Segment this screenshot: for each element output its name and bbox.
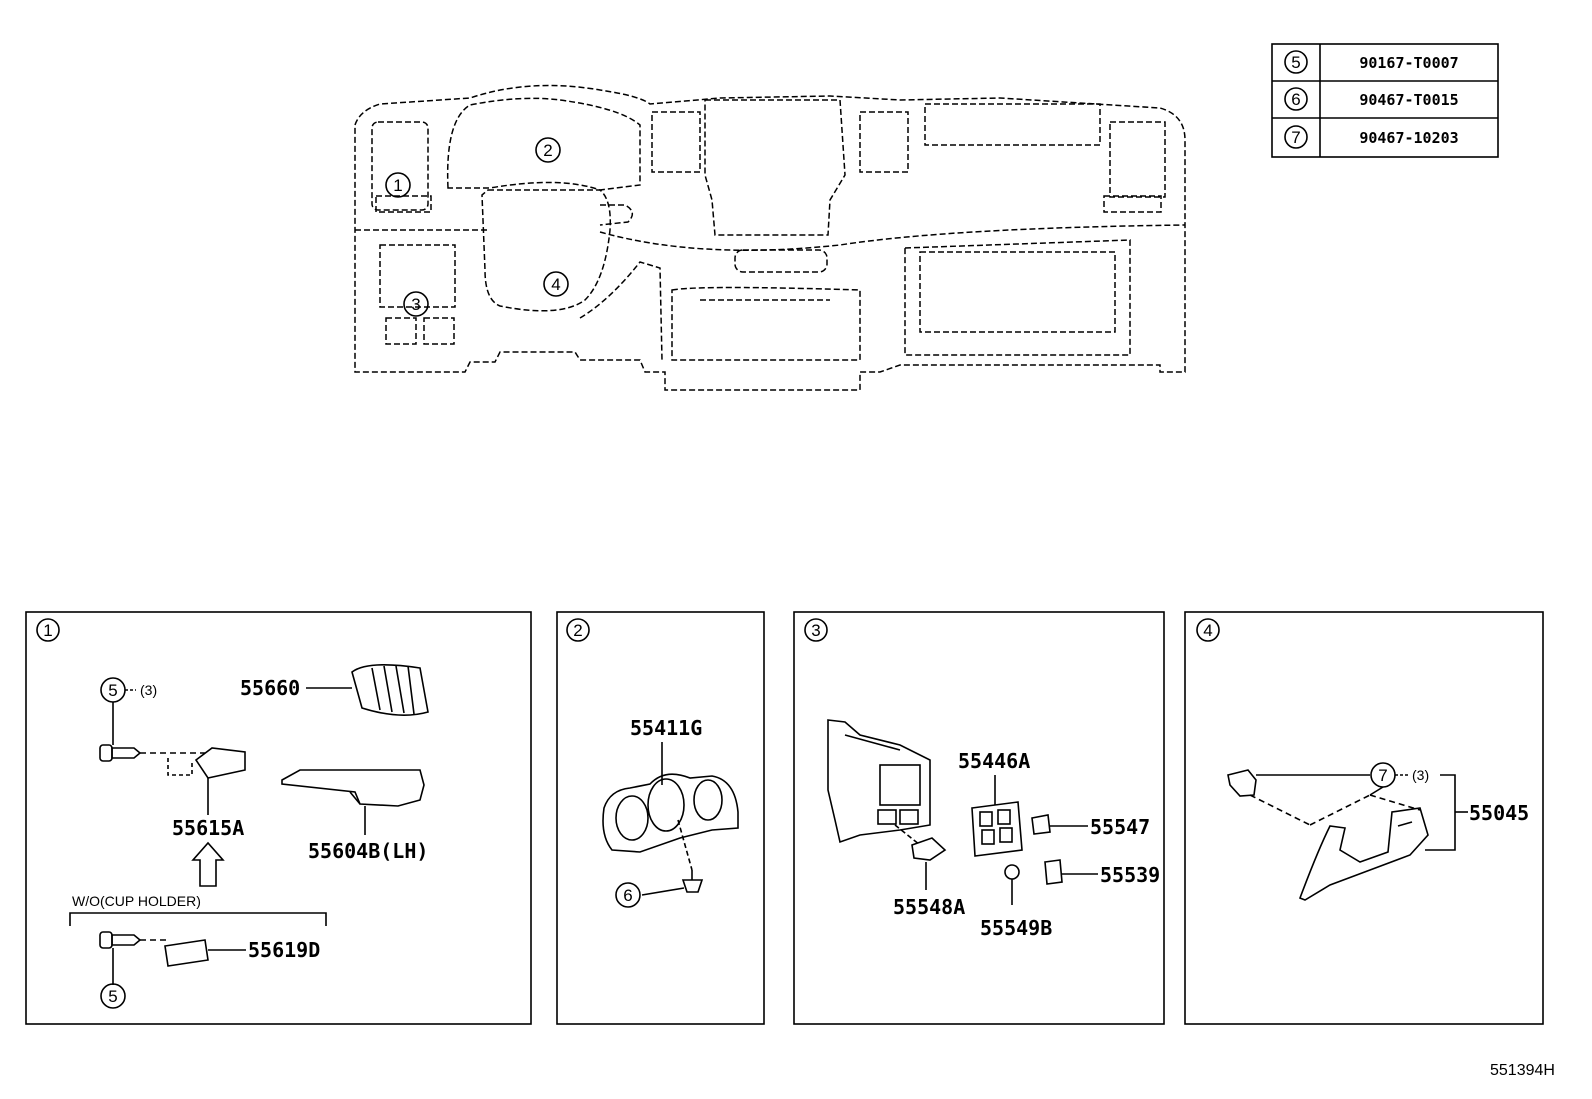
panel-number: 4	[1203, 621, 1212, 640]
detail-panel-3: 3 55548A 55446A 55547	[793, 611, 1165, 1025]
fastener-ref[interactable]: 7	[1378, 766, 1387, 785]
fastener-ref[interactable]: 5	[108, 987, 117, 1006]
clip-icon	[164, 939, 209, 967]
table-row: 7 90467-10203	[1284, 125, 1459, 149]
table-ref: 5	[1291, 53, 1300, 72]
dashboard-overview	[354, 84, 1186, 391]
part-label[interactable]: 55547	[1090, 815, 1150, 839]
detail-panel-2: 2 55411G 6	[556, 611, 765, 1025]
part-label[interactable]: 55045	[1469, 801, 1529, 825]
part-label[interactable]: 55549B	[980, 916, 1052, 940]
fastener-ref[interactable]: 5	[108, 681, 117, 700]
fastener-table: 5 90167-T0007 6 90467-T0015 7 90467-1020…	[1271, 43, 1499, 158]
instrument-cluster-icon	[602, 773, 739, 853]
panel-number: 3	[811, 621, 820, 640]
variant-note: W/O(CUP HOLDER)	[72, 893, 201, 909]
illustration-id: 551394H	[1490, 1062, 1555, 1079]
dash-section-icon	[827, 719, 931, 844]
bracket-icon	[911, 837, 947, 861]
part-label[interactable]: 55411G	[630, 716, 702, 740]
table-row: 5 90167-T0007	[1284, 50, 1459, 74]
part-label[interactable]: 55619D	[248, 938, 320, 962]
part-label[interactable]: 55548A	[893, 895, 965, 919]
panel-number: 1	[43, 621, 52, 640]
detail-panel-4: 4 7 (3) 55045	[1184, 611, 1544, 1025]
part-label[interactable]: 55604B(LH)	[308, 839, 428, 863]
part-label[interactable]: 55615A	[172, 816, 244, 840]
clip-icon	[1227, 769, 1257, 797]
fastener-qty: (3)	[1412, 767, 1429, 783]
table-part-number[interactable]: 90167-T0007	[1359, 54, 1458, 72]
part-label[interactable]: 55446A	[958, 749, 1030, 773]
callout-2[interactable]: 2	[543, 141, 552, 160]
panel-number: 2	[573, 621, 582, 640]
callout-3[interactable]: 3	[411, 295, 420, 314]
table-row: 6 90467-T0015	[1284, 87, 1459, 111]
screw-icon	[99, 931, 142, 949]
clip-icon	[681, 870, 704, 893]
socket-icon	[1004, 864, 1020, 905]
detail-panel-1: 1 5 (3) 55660 55615A 5560	[25, 611, 532, 1025]
tray-icon	[281, 769, 425, 807]
overview-callouts: 1 2 3 4	[385, 137, 569, 317]
table-part-number[interactable]: 90467-10203	[1359, 129, 1458, 147]
screw-icon	[99, 744, 142, 762]
bracket-icon	[167, 747, 246, 779]
callout-4[interactable]: 4	[551, 275, 560, 294]
callout-1[interactable]: 1	[393, 176, 402, 195]
switch-panel-icon	[971, 801, 1023, 857]
switch-icon	[1044, 859, 1063, 885]
lower-panel-icon	[1298, 807, 1429, 901]
part-label[interactable]: 55539	[1100, 863, 1160, 887]
table-ref: 6	[1291, 90, 1300, 109]
switch-icon	[1031, 814, 1051, 835]
fastener-qty: (3)	[140, 682, 157, 698]
fastener-ref[interactable]: 6	[623, 886, 632, 905]
air-vent-icon	[351, 664, 429, 716]
part-label[interactable]: 55660	[240, 676, 300, 700]
table-ref: 7	[1291, 128, 1300, 147]
table-part-number[interactable]: 90467-T0015	[1359, 91, 1458, 109]
